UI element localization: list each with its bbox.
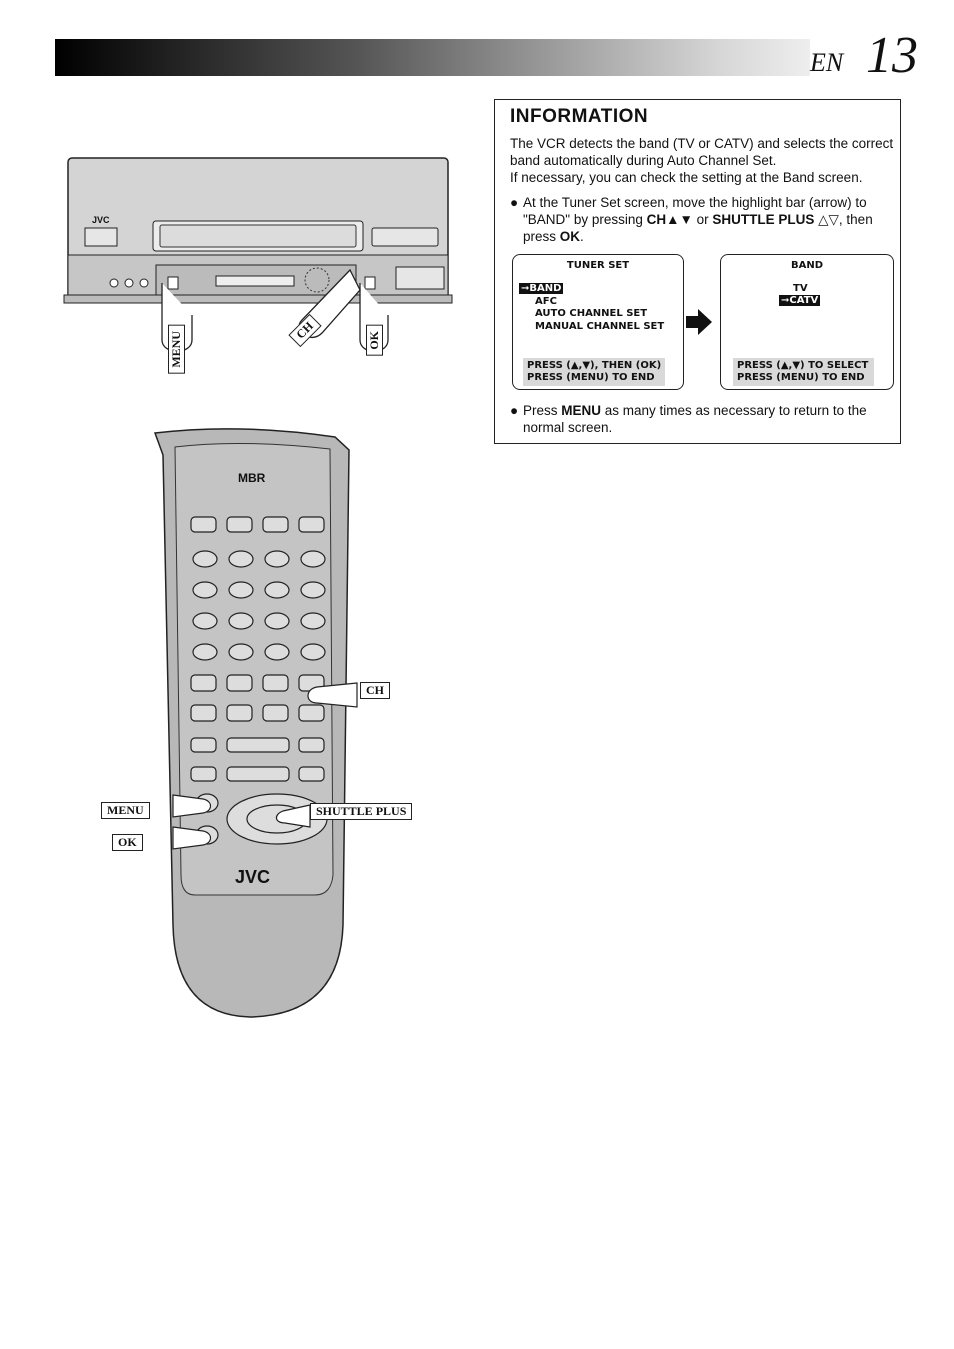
vcr-illustration: JVC — [63, 157, 453, 352]
tuner-selected-label: BAND — [529, 283, 562, 294]
remote-ok-label: OK — [112, 834, 143, 851]
tuner-selected-item: ➞BAND — [519, 283, 564, 294]
tuner-item: AUTO CHANNEL SET — [535, 308, 648, 319]
info-intro-1: The VCR detects the band (TV or CATV) an… — [510, 136, 894, 168]
band-footer-2: PRESS (MENU) TO END — [737, 372, 865, 383]
band-screen-title: BAND — [790, 260, 824, 271]
bullet-1-tri: △▽, then press — [523, 212, 873, 244]
vcr-brand: JVC — [92, 215, 110, 225]
bullet-1-shuttle: SHUTTLE PLUS — [712, 212, 815, 227]
tuner-screen-footer: PRESS (▲,▼), THEN (OK) PRESS (MENU) TO E… — [523, 358, 666, 386]
band-screen: BAND TV ➞CATV PRESS (▲,▼) TO SELECT PRES… — [720, 254, 894, 390]
band-selected-item: ➞CATV — [779, 295, 821, 306]
bullet-2-text: Press — [523, 403, 562, 418]
band-selected-label: CATV — [789, 295, 819, 306]
tuner-screen-title: TUNER SET — [566, 260, 630, 271]
remote-brand: JVC — [235, 867, 270, 887]
bullet-1-ok: OK — [559, 229, 581, 244]
tuner-set-screen: TUNER SET ➞BAND AFC AUTO CHANNEL SET MAN… — [512, 254, 684, 390]
remote-menu-label: MENU — [101, 802, 150, 819]
info-title: INFORMATION — [510, 106, 649, 127]
tuner-footer-1: PRESS (▲,▼), THEN (OK) — [527, 360, 662, 371]
tuner-footer-2: PRESS (MENU) TO END — [527, 372, 655, 383]
header-gradient-bar — [55, 39, 810, 76]
remote-ch-label: CH — [360, 682, 390, 699]
bullet-dot: ● — [510, 403, 519, 418]
arrow-icon: ➞ — [521, 283, 530, 294]
bullet-1-end: . — [580, 229, 584, 244]
bullet-2-rest: as many times as necessary to return to … — [523, 403, 867, 435]
tuner-item: MANUAL CHANNEL SET — [535, 321, 665, 332]
page-number: 13 — [866, 27, 918, 84]
info-intro: The VCR detects the band (TV or CATV) an… — [510, 135, 895, 186]
info-intro-2: If necessary, you can check the setting … — [510, 170, 863, 185]
vcr-menu-label: MENU — [168, 325, 185, 374]
bullet-1-or: or — [692, 212, 713, 227]
bullet-1-ch: CH▲▼ — [646, 212, 693, 227]
bullet-1-text: At the Tuner Set screen, move the highli… — [523, 195, 867, 227]
remote-logo: MBR — [238, 471, 266, 485]
tuner-item: AFC — [535, 296, 557, 307]
remote-shuttle-label: SHUTTLE PLUS — [310, 803, 413, 820]
language-label: EN — [810, 48, 844, 77]
bullet-2-menu: MENU — [561, 403, 602, 418]
information-box: INFORMATION The VCR detects the band (TV… — [494, 99, 901, 444]
band-footer-1: PRESS (▲,▼) TO SELECT — [737, 360, 869, 371]
vcr-ok-label: OK — [366, 325, 383, 356]
arrow-icon: ➞ — [781, 295, 790, 306]
arrow-right-icon — [686, 309, 712, 335]
bullet-dot: ● — [510, 195, 519, 210]
band-screen-footer: PRESS (▲,▼) TO SELECT PRESS (MENU) TO EN… — [733, 358, 874, 386]
remote-illustration: MBR JVC — [153, 428, 358, 1018]
band-option-tv: TV — [793, 283, 808, 294]
